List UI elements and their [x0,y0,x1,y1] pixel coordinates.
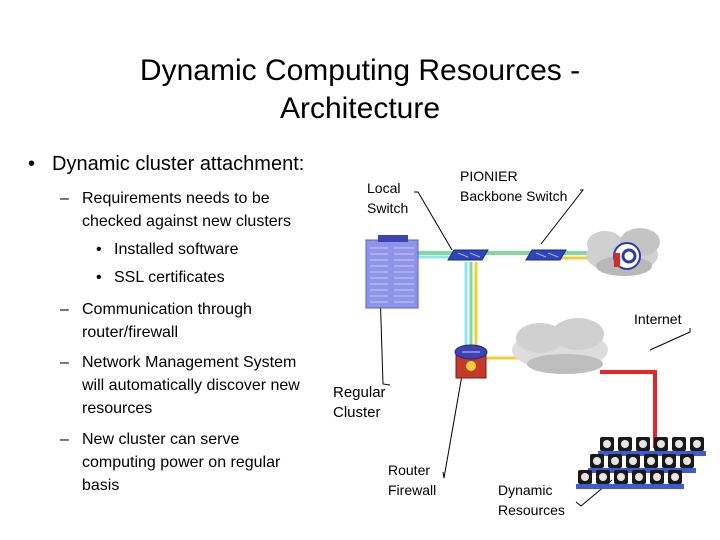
workstation-icon [648,470,666,489]
dynamic-resources-icon [576,437,706,489]
workstation-icon [688,437,706,456]
workstation-icon [598,437,616,456]
slide-title-line2: Architecture [279,92,441,125]
dash-marker: – [60,301,69,318]
pionier-callout [540,189,585,245]
workstation-icon [666,470,684,489]
workstation-icon [616,437,634,456]
internet-label: Internet [634,311,682,327]
router-firewall-icon [454,344,488,379]
sub-marker: • [96,269,102,286]
pionier-cloud-icon [586,228,660,276]
link-internet-dynamic [600,370,657,448]
bullet-item-communication: Communication through router/firewall [82,301,252,341]
regular-cluster-callout [379,288,391,386]
bullet-main: Dynamic cluster attachment: [52,153,305,175]
workstation-icon [612,470,630,489]
bullet-item-requirements: Requirements needs to be checked against… [82,190,291,230]
local-switch-callout [414,191,453,251]
dash-marker: – [60,190,69,207]
sub-marker: • [96,241,102,258]
local-switch-icon [447,249,489,261]
workstation-icon [576,470,594,489]
bullet-marker: • [28,153,36,175]
slide-title: Dynamic Computing Resources - Architectu… [0,52,720,128]
pionier-backbone-label: PIONIER Backbone Switch [460,168,568,204]
local-switch-label: Local Switch [367,180,409,216]
sub-item-installed-software: Installed software [114,241,239,258]
workstation-icon [652,437,670,456]
regular-cluster-label: Regular Cluster [333,384,386,421]
internet-callout [649,328,691,351]
sub-item-ssl-certificates: SSL certificates [114,269,225,286]
dash-marker: – [60,354,69,371]
dynamic-resources-label: Dynamic Resources [498,482,565,518]
workstation-icon [678,454,696,473]
bullet-item-network-management: Network Management System will automatic… [82,354,300,417]
regular-cluster-icon [365,235,419,309]
internet-cloud-icon [512,318,608,374]
router-firewall-label: Router Firewall [388,462,437,498]
pionier-backbone-switch-icon [525,249,567,261]
router-callout [442,374,463,479]
workstation-icon [634,437,652,456]
workstation-icon [670,437,688,456]
bullet-item-new-cluster: New cluster can serve computing power on… [82,431,281,494]
workstation-icon [594,470,612,489]
dash-marker: – [60,431,69,448]
workstation-icon [630,470,648,489]
slide-title-line1: Dynamic Computing Resources - [139,54,581,87]
